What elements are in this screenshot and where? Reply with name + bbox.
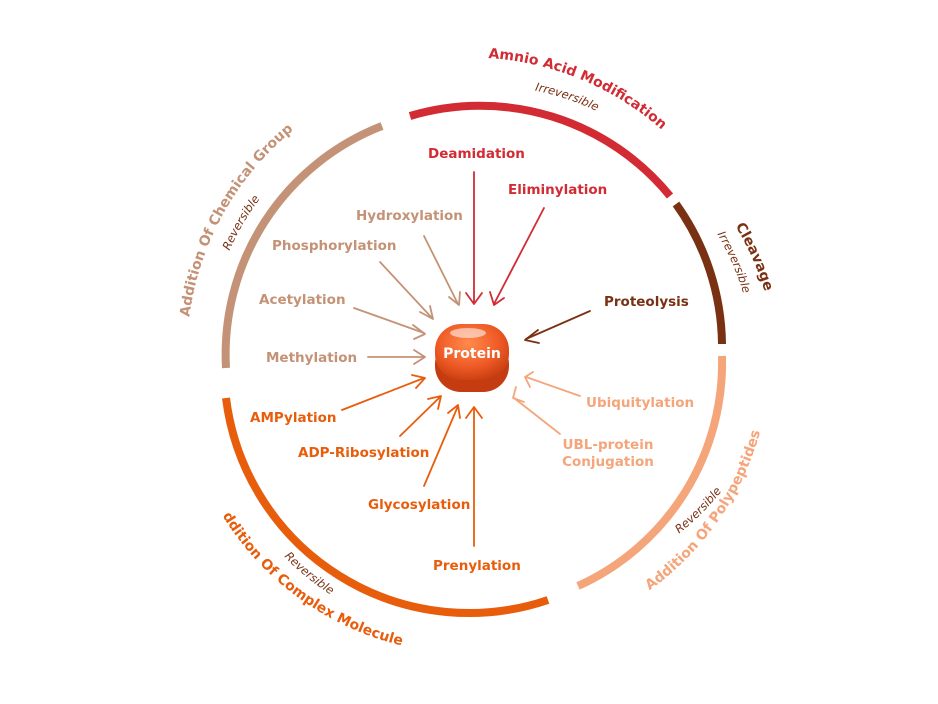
protein-label: Protein xyxy=(443,346,501,362)
label-adp-ribosylation: ADP-Ribosylation xyxy=(298,445,430,461)
label-ampylation: AMPylation xyxy=(250,410,337,426)
sector-title-complex: Addition Of Complex Molecules xyxy=(0,0,405,649)
sector-title-amino: Amnio Acid Modification xyxy=(488,46,670,133)
label-prenylation: Prenylation xyxy=(433,558,521,574)
label-glycosylation: Glycosylation xyxy=(368,497,471,513)
ring-arc-chemical xyxy=(221,122,384,369)
protein-node xyxy=(435,324,509,392)
label-phosphorylation: Phosphorylation xyxy=(272,238,397,254)
ring-arc-polypeptides xyxy=(576,355,727,590)
sector-title-chemical: Addition Of Chemical Groups xyxy=(0,0,296,318)
label-proteolysis: Proteolysis xyxy=(604,294,689,310)
label-hydroxylation: Hydroxylation xyxy=(356,208,463,224)
arrow-phosphorylation xyxy=(379,261,434,320)
label-deamidation: Deamidation xyxy=(428,146,525,162)
arrow-ampylation xyxy=(341,374,426,411)
arrow-proteolysis xyxy=(524,310,591,344)
label-acetylation: Acetylation xyxy=(259,292,346,308)
arrow-ubiquitylation xyxy=(524,371,581,397)
label-ubl-line1: UBL-protein xyxy=(562,437,654,453)
ring-arc-amino xyxy=(408,101,674,199)
arrow-hydroxylation xyxy=(423,235,461,306)
label-ubl-conjugation: UBL-protein Conjugation xyxy=(558,437,658,471)
label-eliminylation: Eliminylation xyxy=(508,182,608,198)
arrow-deamidation xyxy=(465,171,483,305)
arrow-methylation xyxy=(367,349,426,365)
arrow-ubl-conjugation xyxy=(512,386,561,435)
label-ubiquitylation: Ubiquitylation xyxy=(586,395,695,411)
arrow-acetylation xyxy=(353,307,426,340)
arrow-prenylation xyxy=(465,406,483,547)
ring-arc-complex xyxy=(222,397,550,618)
ring-arc-cleavage xyxy=(672,201,726,345)
arrow-eliminylation xyxy=(489,207,545,306)
arrow-glycosylation xyxy=(423,404,461,487)
label-ubl-line2: Conjugation xyxy=(562,454,654,470)
label-methylation: Methylation xyxy=(266,350,358,366)
arrow-adp-ribosylation xyxy=(399,395,442,437)
